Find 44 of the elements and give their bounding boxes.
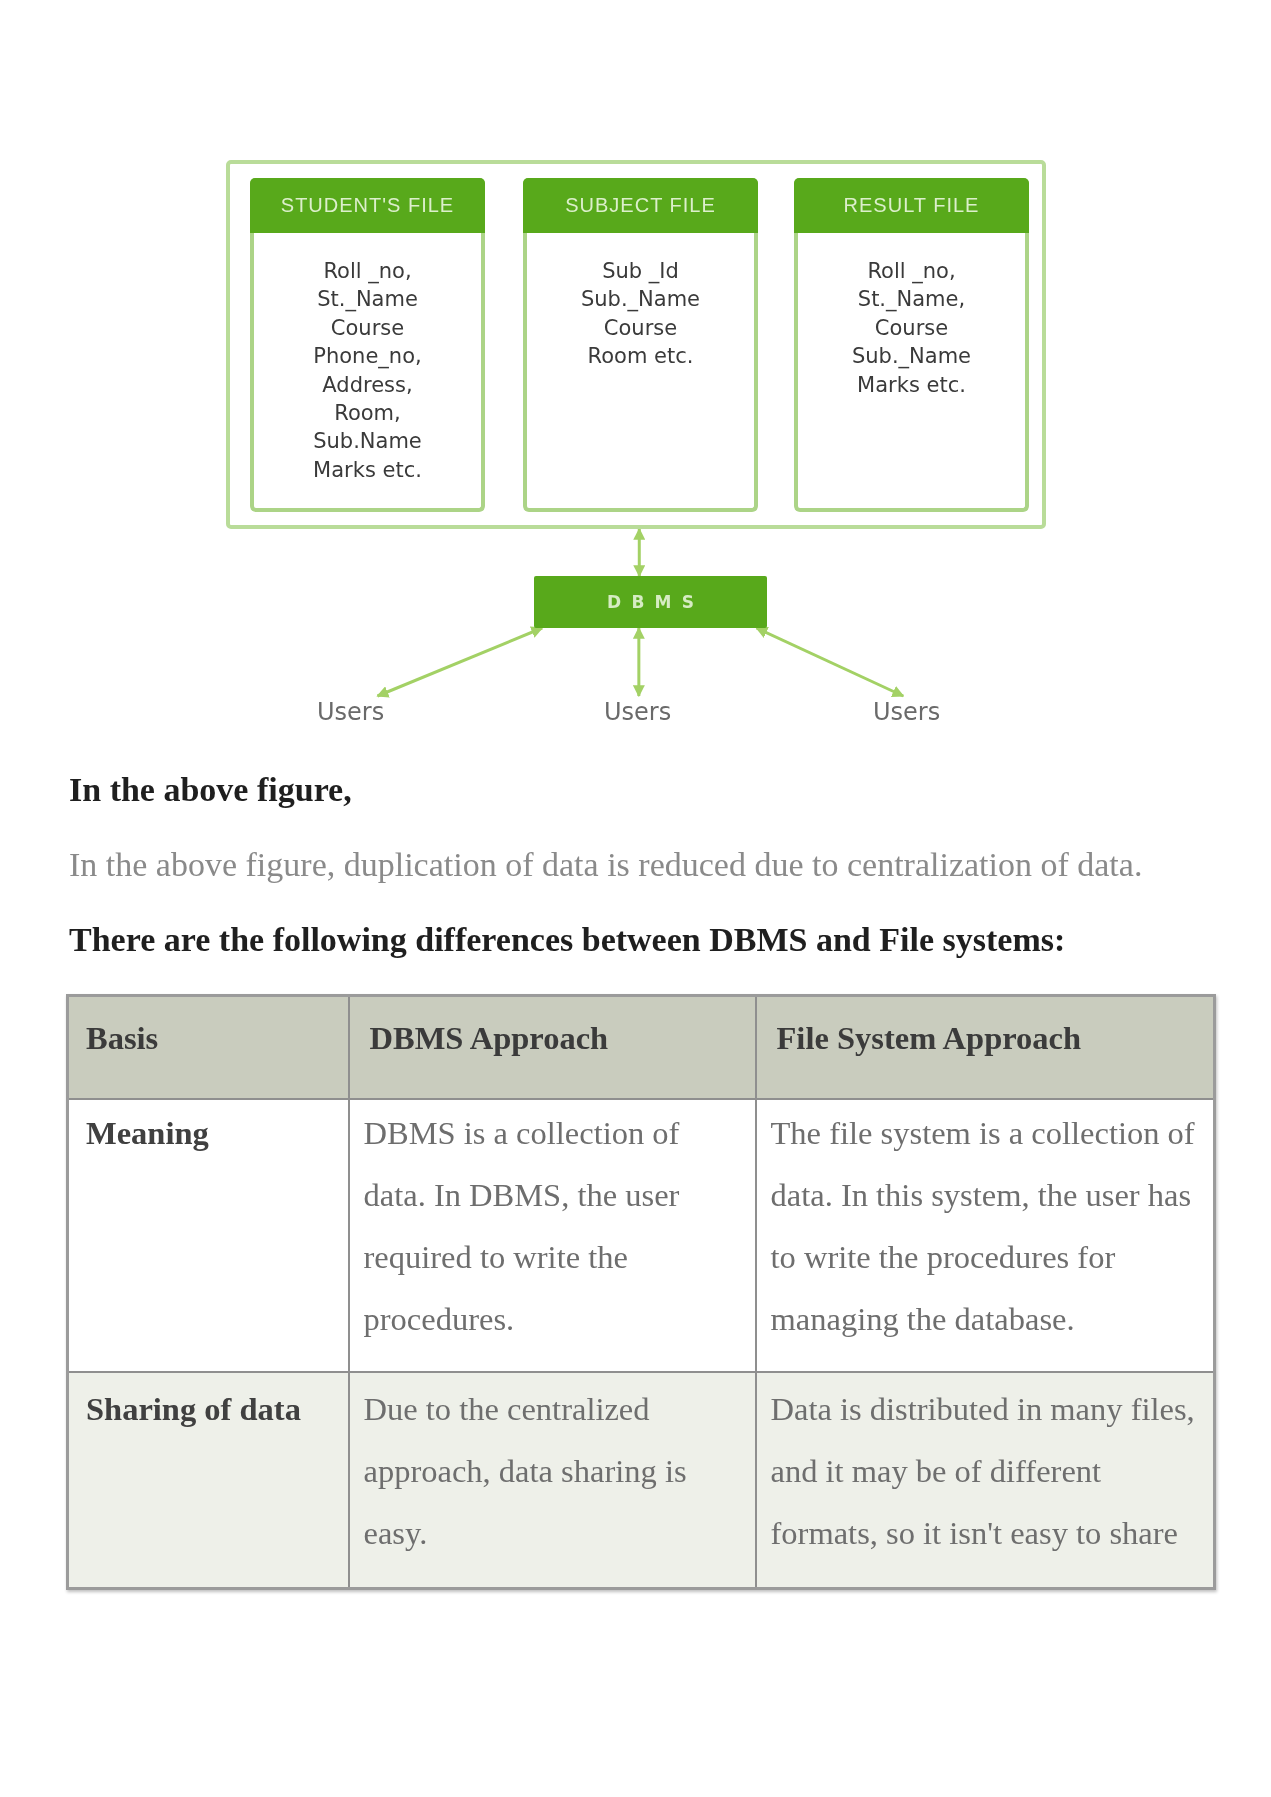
file-box [794, 178, 1029, 512]
file-header: STUDENT'S FILE [250, 178, 485, 233]
double-arrow [755, 626, 905, 698]
field-name: Course [603, 314, 678, 342]
double-arrow [633, 527, 646, 578]
field-name: Marks etc. [857, 371, 966, 399]
field-name: Room etc. [587, 343, 694, 371]
field-name: Sub.Name [313, 428, 422, 456]
heading: There are the following differences between DBMS and File systems: [69, 920, 1066, 960]
field-name: Course [874, 314, 949, 342]
field-name: Phone_no, [313, 343, 422, 371]
field-name: Marks etc. [313, 456, 422, 484]
file-box [523, 178, 758, 512]
table-cell: Due to the centralized approach, data sharing is easy. [348, 1371, 756, 1589]
paragraph: In the above figure, duplication of data is reduced due to centralization of data. [69, 845, 1143, 885]
heading: In the above figure, [69, 770, 352, 810]
table-header-cell: File System Approach [755, 995, 1215, 1099]
field-name: Room, [334, 400, 401, 428]
field-name: St._Name, [857, 286, 966, 314]
table-cell: DBMS is a collection of data. In DBMS, the user required to write the procedures. [348, 1098, 756, 1372]
field-name: Sub._Name [580, 286, 701, 314]
container-frame [226, 160, 1046, 529]
field-name: Sub._Name [851, 343, 972, 371]
field-name: Sub _Id [602, 258, 679, 286]
node-label: Users [873, 696, 941, 728]
row-header-cell: Meaning [67, 1098, 349, 1372]
double-arrow [632, 626, 645, 698]
node-label: Users [604, 696, 672, 728]
table-header-cell: Basis [67, 995, 349, 1099]
table-header-cell: DBMS Approach [348, 995, 756, 1099]
field-name: Address, [322, 371, 413, 399]
table-cell: The file system is a collection of data. In this system, the user has to write the procedures for managing the database. [755, 1098, 1215, 1372]
double-arrow [376, 626, 544, 698]
file-box [250, 178, 485, 512]
field-name: St._Name [317, 286, 418, 314]
file-header: SUBJECT FILE [523, 178, 758, 233]
row-header-cell: Sharing of data [67, 1371, 349, 1589]
field-name: Roll _no, [867, 258, 956, 286]
process-box: DBMS [534, 576, 767, 628]
node-label: Users [317, 696, 385, 728]
table-cell: Data is distributed in many files, and it may be of different formats, so it isn't easy to share [755, 1371, 1215, 1589]
file-header: RESULT FILE [794, 178, 1029, 233]
field-name: Course [330, 314, 405, 342]
field-name: Roll _no, [323, 258, 412, 286]
